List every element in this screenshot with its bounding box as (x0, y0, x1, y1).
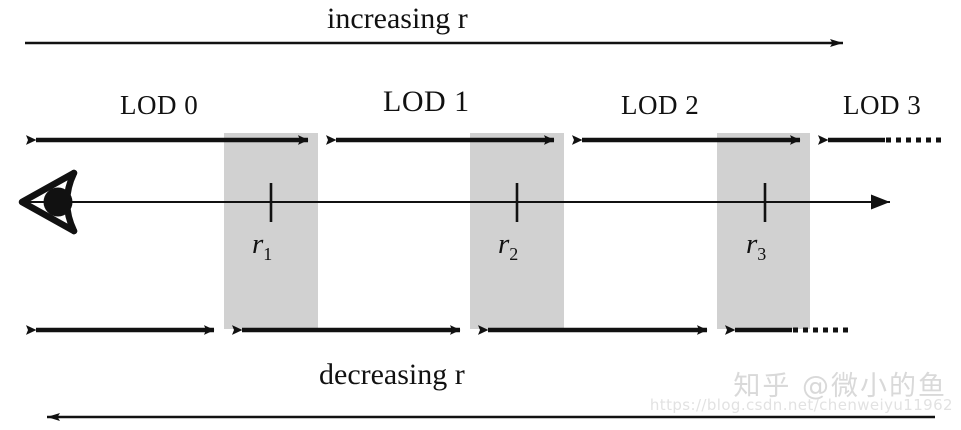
lod-0-label: LOD 0 (120, 90, 199, 120)
range-label-r2: r2 (498, 228, 518, 265)
watermark-url: https://blog.csdn.net/chenweiyu11962 (649, 396, 953, 414)
lod-3-label: LOD 3 (843, 90, 922, 120)
range-label-r2-sub: 2 (509, 243, 519, 264)
top-axis-label: increasing r (327, 2, 468, 35)
range-label-r3: r3 (746, 228, 766, 265)
range-ticks (269, 183, 767, 222)
range-label-r1: r1 (252, 228, 272, 265)
band-r3 (717, 133, 810, 329)
lod-1-label: LOD 1 (383, 85, 470, 118)
range-label-r1-base: r (252, 228, 264, 260)
watermark-handle: 知乎 @微小的鱼 (733, 371, 947, 402)
bottom-axis-label: decreasing r (319, 358, 465, 391)
lod-2-label: LOD 2 (621, 90, 700, 120)
range-label-r2-base: r (498, 228, 510, 260)
band-r1 (224, 133, 318, 329)
transition-bands-group (224, 133, 810, 329)
range-label-r1-sub: 1 (263, 243, 273, 264)
range-label-r3-base: r (746, 228, 758, 260)
band-r2 (470, 133, 564, 329)
range-label-r3-sub: 3 (757, 243, 767, 264)
